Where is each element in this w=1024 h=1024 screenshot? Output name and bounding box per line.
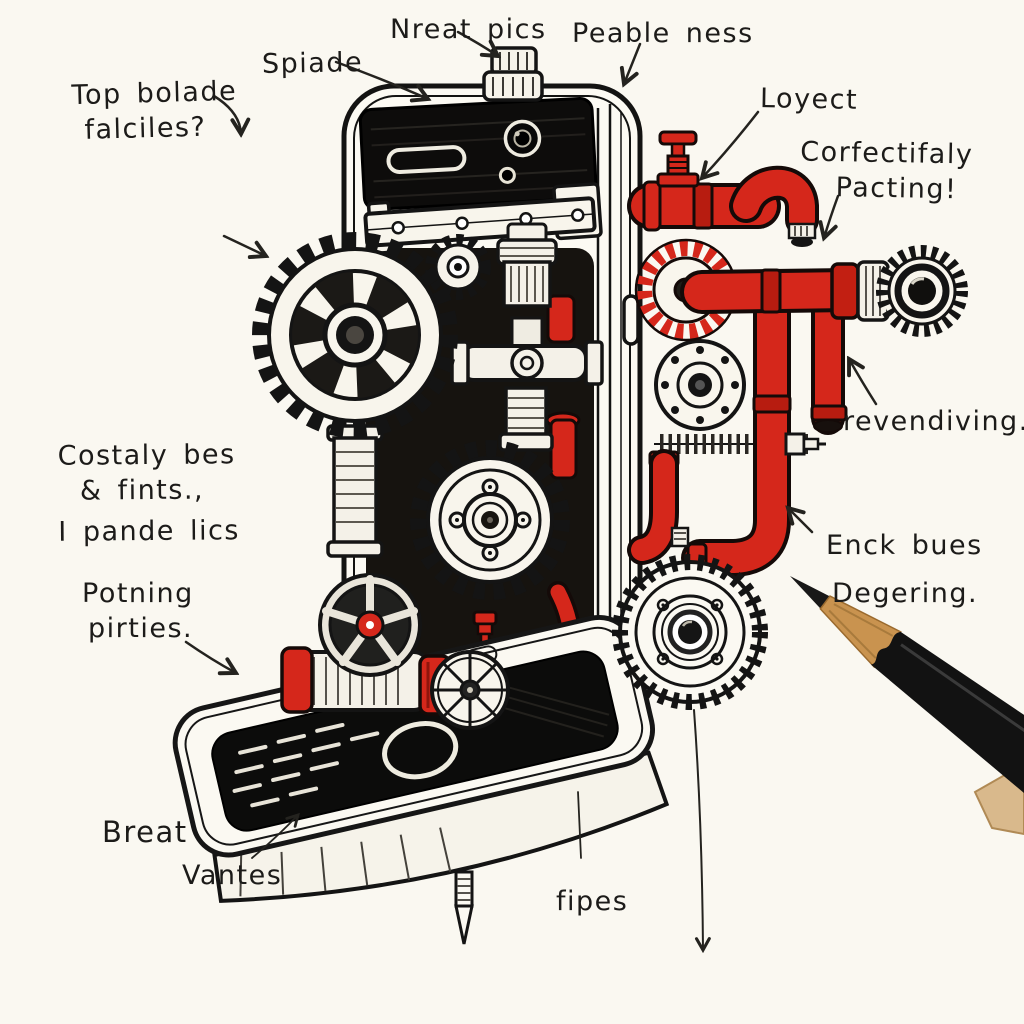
label-fipes: fipes <box>556 886 629 917</box>
label-loyect: Loyect <box>759 83 859 116</box>
label-vantes: Vantes <box>182 860 283 891</box>
small-gear <box>425 234 491 300</box>
red-elbow-left <box>627 449 680 565</box>
arrow-to-gear <box>222 234 266 256</box>
label-peable-ness: Peable ness <box>572 18 754 49</box>
spool-cap-left <box>280 646 314 714</box>
medium-gear <box>410 440 570 600</box>
label-corfectifaly: Corfectifaly Pacting! <box>800 136 974 206</box>
label-potning: Potning pirties. <box>82 578 194 645</box>
red-hook-pipe <box>729 165 819 247</box>
red-u-pipe <box>681 293 792 577</box>
speaker-slot <box>386 145 467 174</box>
tray-front-face <box>212 750 670 903</box>
label-spiade: Spiade <box>261 47 364 80</box>
arrow-vantes <box>251 815 298 859</box>
label-degering: Degering. <box>832 578 979 609</box>
arrow-revendiving <box>849 359 878 406</box>
pencil <box>790 576 1024 885</box>
label-breat: Breat <box>102 815 188 849</box>
red-pipe-short <box>810 289 848 435</box>
wagon-wheel <box>430 650 510 730</box>
sensor-dot <box>498 166 516 184</box>
tray-oval-button <box>382 721 459 780</box>
label-top-bolade: Top bolade falciles? <box>71 75 238 146</box>
coupling-nut <box>830 262 860 320</box>
chrome-piston <box>450 222 604 452</box>
arrow-nreat-pics <box>456 30 498 56</box>
arrow-spiade <box>334 60 428 99</box>
arrow-enck-bues <box>788 508 814 534</box>
red-pipe-main <box>680 260 890 322</box>
label-revendiving: revendiving. <box>843 406 1024 437</box>
arrow-top-bolade <box>212 94 241 134</box>
line-fipes <box>577 791 582 859</box>
arrow-peable-ness <box>624 42 642 84</box>
crown-knob <box>482 46 544 102</box>
tray-pad-dashes <box>232 722 380 808</box>
needle-leg <box>454 870 474 945</box>
top-panel <box>358 96 598 211</box>
label-enck-bues: Enck bues <box>826 530 983 561</box>
flange-disc <box>654 339 746 431</box>
label-nreat-pics: Nreat pics <box>390 14 547 45</box>
label-costaly: Costaly bes & fints., I pande lics <box>57 439 241 548</box>
large-gear <box>252 232 458 438</box>
handwheel <box>318 573 422 677</box>
lens-opening <box>876 245 968 337</box>
chrome-column <box>326 424 384 558</box>
pencil-body <box>870 631 1024 885</box>
arrow-loyect <box>702 110 760 178</box>
spark-plug-fitting <box>784 432 826 456</box>
arrow-long-down <box>693 709 703 950</box>
side-button <box>622 294 640 346</box>
annotation-arrows <box>184 30 878 950</box>
inner-red-fittings <box>472 294 581 652</box>
knurled-knob <box>612 554 768 710</box>
arrow-corfectifaly <box>824 194 840 238</box>
red-valve-stem <box>656 130 700 188</box>
pencil-graphite-tip <box>790 576 832 611</box>
small-screw <box>670 526 690 548</box>
arrow-potning <box>184 640 236 673</box>
